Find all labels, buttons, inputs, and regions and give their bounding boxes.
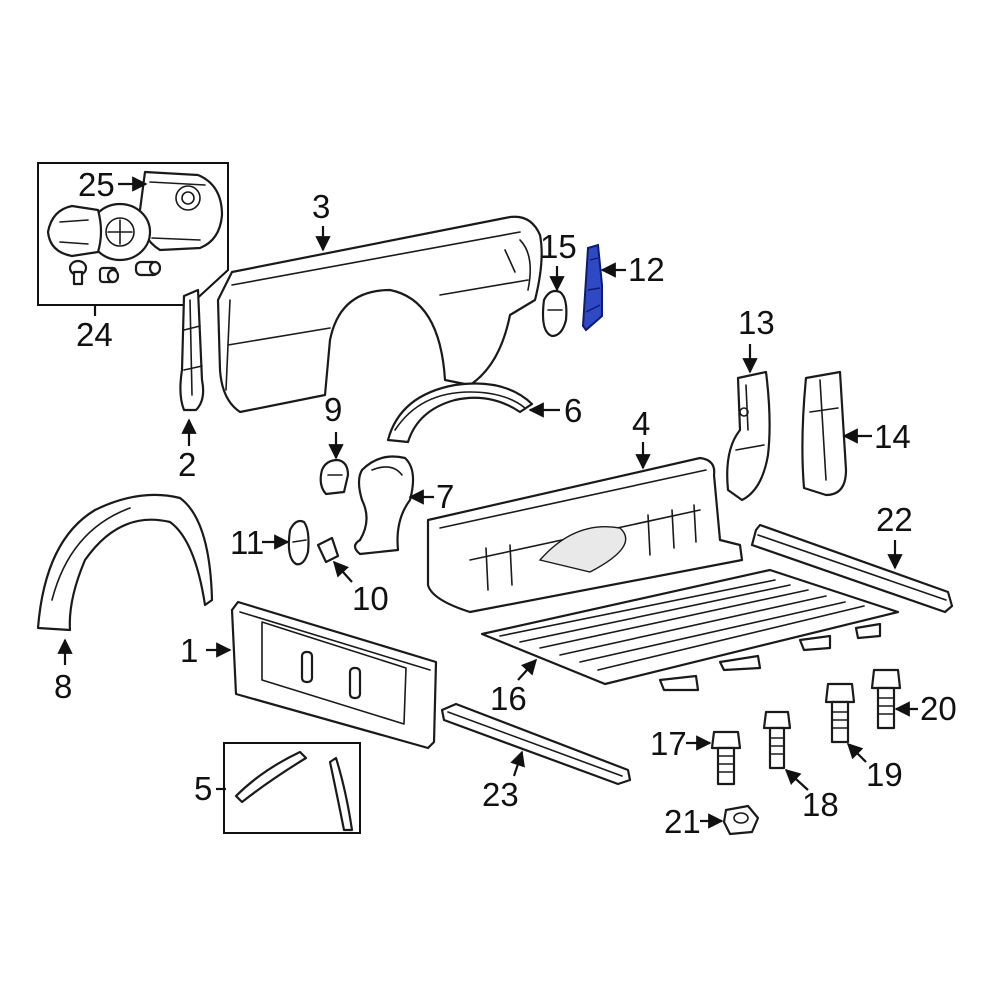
- seal-inset: [223, 742, 361, 834]
- callout-17: 17: [650, 725, 687, 762]
- leader-16: [517, 658, 538, 681]
- front-bed-panel-part: [426, 456, 744, 614]
- bumper-pad-part: [541, 289, 568, 338]
- nut-21-part: [722, 804, 760, 836]
- callout-3: 3: [312, 188, 330, 225]
- bolt-18-part: [762, 710, 792, 770]
- callout-16: 16: [490, 680, 527, 717]
- leader-18: [784, 768, 809, 791]
- fender-flare-part: [36, 493, 214, 632]
- callout-2: 2: [178, 446, 196, 483]
- wheel-opening-molding-part: [353, 455, 415, 556]
- bed-side-rail-part: [750, 523, 954, 614]
- bolt-19-part: [824, 682, 856, 744]
- callout-24: 24: [76, 316, 113, 353]
- callout-11: 11: [230, 524, 264, 561]
- callout-25: 25: [78, 166, 115, 203]
- bolt-17-part: [710, 730, 742, 786]
- callout-19: 19: [866, 756, 903, 793]
- callout-18: 18: [802, 786, 839, 823]
- callout-21: 21: [664, 803, 701, 840]
- stake-pocket-cover-part: [287, 519, 310, 566]
- splash-shield-part: [316, 536, 340, 564]
- callout-5: 5: [194, 770, 212, 807]
- callout-12: 12: [628, 251, 665, 288]
- leader-19: [846, 742, 867, 763]
- callout-20: 20: [920, 690, 957, 727]
- callout-22: 22: [876, 501, 913, 538]
- tailgate-part: [230, 600, 438, 750]
- tailgate-seal-strip-part: [440, 702, 632, 786]
- callout-1: 1: [180, 632, 198, 669]
- fuel-door-inset: [37, 162, 229, 306]
- bed-side-panel-part: [216, 215, 543, 414]
- callout-23: 23: [482, 776, 519, 813]
- bed-floor-part: [480, 568, 900, 692]
- fuel-door-fasteners: [68, 259, 162, 286]
- bolt-20-part: [870, 668, 902, 730]
- fuel-door-part: [46, 202, 152, 262]
- leader-10: [332, 560, 353, 583]
- callout-4: 4: [632, 405, 650, 442]
- front-panel-reinforcement-part: [801, 370, 848, 497]
- retainer-clip-part: [319, 458, 350, 496]
- callout-9: 9: [324, 391, 342, 428]
- inner-wheelhouse-part: [386, 382, 534, 444]
- callout-10: 10: [352, 580, 389, 617]
- highlighted-bracket-part: [581, 243, 603, 332]
- callout-14: 14: [874, 418, 911, 455]
- callout-15: 15: [540, 228, 577, 265]
- callout-13: 13: [738, 304, 775, 341]
- callout-6: 6: [564, 392, 582, 429]
- bed-side-upright-part: [179, 288, 205, 412]
- callout-7: 7: [436, 478, 454, 515]
- front-corner-brace-part: [726, 370, 771, 502]
- fuel-door-housing-part: [138, 170, 224, 252]
- leader-arrows: [57, 176, 918, 829]
- callout-labels: 1 2 3 4 5 6 7 8 9 10 11 12 13 14 15 16 1…: [54, 166, 957, 840]
- callout-8: 8: [54, 668, 72, 705]
- leader-23: [510, 750, 525, 777]
